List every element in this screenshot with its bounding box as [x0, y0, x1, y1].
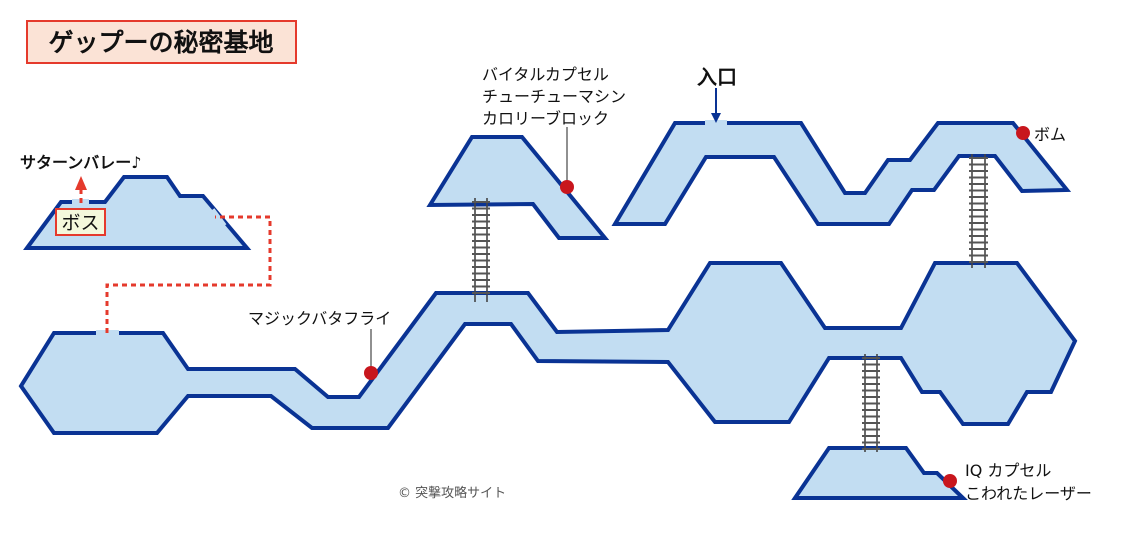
- route-to-saturn-valley: [75, 176, 272, 333]
- ladder[interactable]: [472, 198, 490, 302]
- item-ledge: [426, 135, 610, 240]
- arrow-up-icon: [75, 176, 87, 190]
- item-marker[interactable]: [560, 180, 574, 194]
- item-label: バイタルカプセル: [482, 65, 609, 84]
- boss-label: ボス: [61, 212, 99, 234]
- boss-side-gap: [209, 208, 227, 228]
- boss-label-box: [55, 208, 106, 236]
- map-title: ゲップーの秘密基地: [26, 20, 297, 64]
- item-label: こわれたレーザー: [965, 484, 1092, 503]
- arrow-down-icon: [711, 113, 721, 123]
- ladder[interactable]: [862, 354, 880, 452]
- title-box: [26, 20, 297, 64]
- item-label: カロリーブロック: [482, 109, 609, 128]
- entrance-corridor: [611, 121, 1072, 226]
- ladder[interactable]: [969, 154, 988, 268]
- bomb-label: ボム: [1034, 125, 1066, 144]
- entrance-label: 入口: [697, 65, 737, 89]
- magic-butterfly-marker[interactable]: [364, 366, 378, 380]
- route-dashed-line: [105, 215, 272, 333]
- title-text: ゲップーの秘密基地: [48, 28, 273, 57]
- copyright: © 突撃攻略サイト: [398, 485, 506, 501]
- main-lower-complex: [18, 261, 1078, 435]
- bomb-marker[interactable]: [1016, 126, 1030, 140]
- magic-butterfly-label: マジックバタフライ: [248, 309, 391, 328]
- item-label: チューチューマシン: [482, 87, 626, 106]
- item-label: IQ カプセル: [965, 461, 1051, 480]
- item-marker[interactable]: [943, 474, 957, 488]
- ladders: [472, 154, 988, 452]
- bottom-ledge: [791, 446, 968, 500]
- saturn-valley-label: サターンバレー♪: [20, 153, 141, 172]
